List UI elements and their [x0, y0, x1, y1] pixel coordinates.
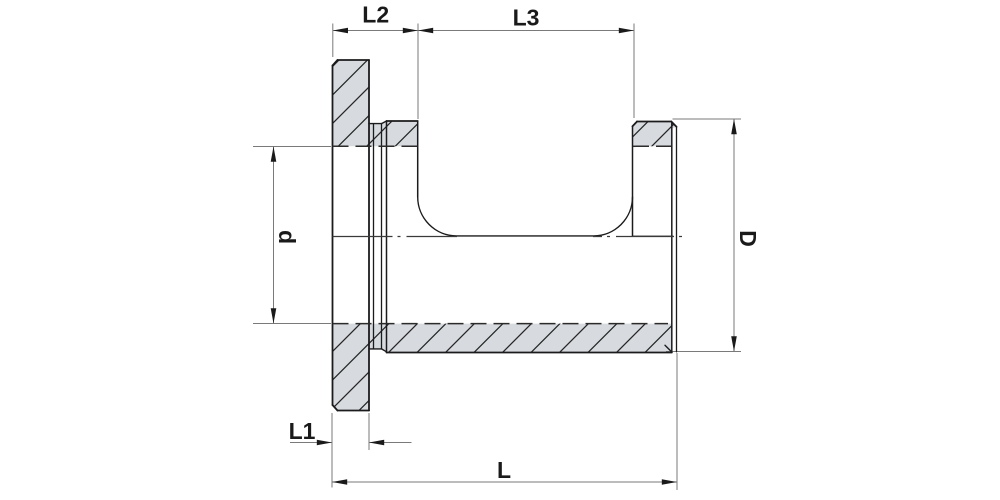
- svg-text:L: L: [497, 457, 511, 483]
- svg-text:d: d: [274, 230, 300, 244]
- svg-text:L3: L3: [513, 5, 540, 31]
- svg-text:L2: L2: [362, 2, 389, 28]
- svg-text:L1: L1: [289, 418, 316, 444]
- svg-text:D: D: [735, 230, 761, 247]
